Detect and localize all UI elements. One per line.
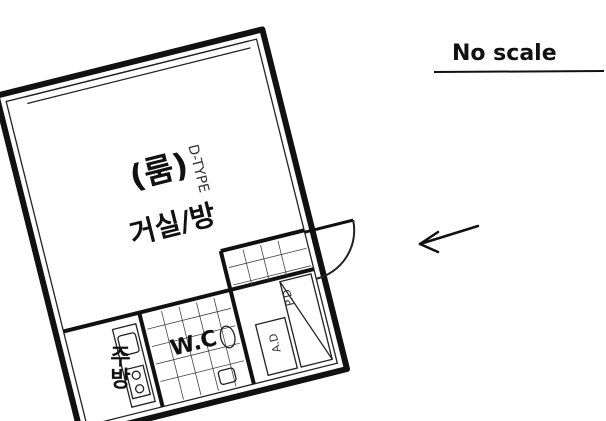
partition-wc-entry <box>218 250 256 385</box>
entry-tile-grid <box>228 240 334 377</box>
sink-icon <box>117 332 140 357</box>
kitchen-counter <box>111 322 156 408</box>
scale-note-text: No scale <box>452 41 557 66</box>
pd-label: P.D <box>280 288 297 308</box>
window-mark <box>25 40 249 98</box>
kitchen-label-group: 주방 <box>106 345 131 389</box>
kitchen-label: 주방 <box>106 345 131 389</box>
room-type-label: D-TYPE <box>184 143 211 194</box>
entrance-arrow-icon <box>418 224 480 254</box>
ad-label: A.D <box>266 332 283 354</box>
partition-entry-top <box>220 228 305 254</box>
outer-wall <box>0 26 351 421</box>
room-outline: D-TYPE (룸) 거실/방 W.C P.D A.D <box>0 26 356 421</box>
living-room-label: 거실/방 <box>126 198 219 251</box>
scale-note-underline <box>433 70 605 73</box>
pd-box <box>279 273 334 368</box>
toilet-icon <box>219 325 236 349</box>
basin-icon <box>217 367 237 385</box>
wc-tile-grid <box>147 298 245 400</box>
partition-horizontal <box>63 267 315 334</box>
scale-note: No scale <box>433 41 605 73</box>
ad-box <box>254 316 299 377</box>
room-label: (룸) <box>126 145 192 196</box>
stove-icon <box>124 364 152 400</box>
partition-kitchen-wc <box>137 312 165 408</box>
toilet-label: W.C <box>168 326 220 362</box>
entrance-door <box>304 218 356 280</box>
window-mark <box>27 47 251 105</box>
